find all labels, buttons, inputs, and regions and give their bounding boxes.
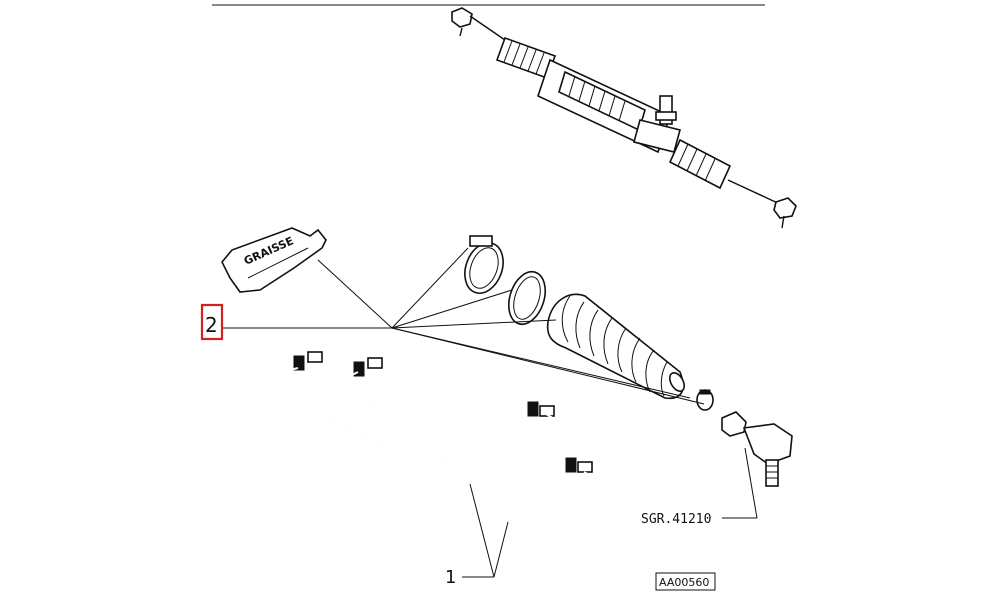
steering-rack-assembly <box>451 7 797 229</box>
ref-1-label: 1 <box>445 567 456 588</box>
small-clamp <box>696 389 714 411</box>
bellows-boot <box>546 293 686 400</box>
ref-2-leader-lines <box>222 247 705 405</box>
hydraulic-pipes <box>274 351 602 542</box>
tie-rod-end <box>721 411 793 487</box>
pipe-fittings <box>293 351 593 473</box>
grease-packet: GRAISSE <box>221 227 327 293</box>
ref-2-label: 2 <box>205 313 218 337</box>
o-ring <box>508 270 546 326</box>
part-code-label: SGR.41210 <box>641 512 711 527</box>
part-code-leader-line <box>722 447 758 519</box>
figure-code-box <box>655 572 716 591</box>
boot-clamp <box>464 235 504 294</box>
ref-2-highlight-box <box>200 303 224 341</box>
figure-code-label: AA00560 <box>659 576 709 589</box>
ref-1-leader-lines <box>462 483 509 578</box>
